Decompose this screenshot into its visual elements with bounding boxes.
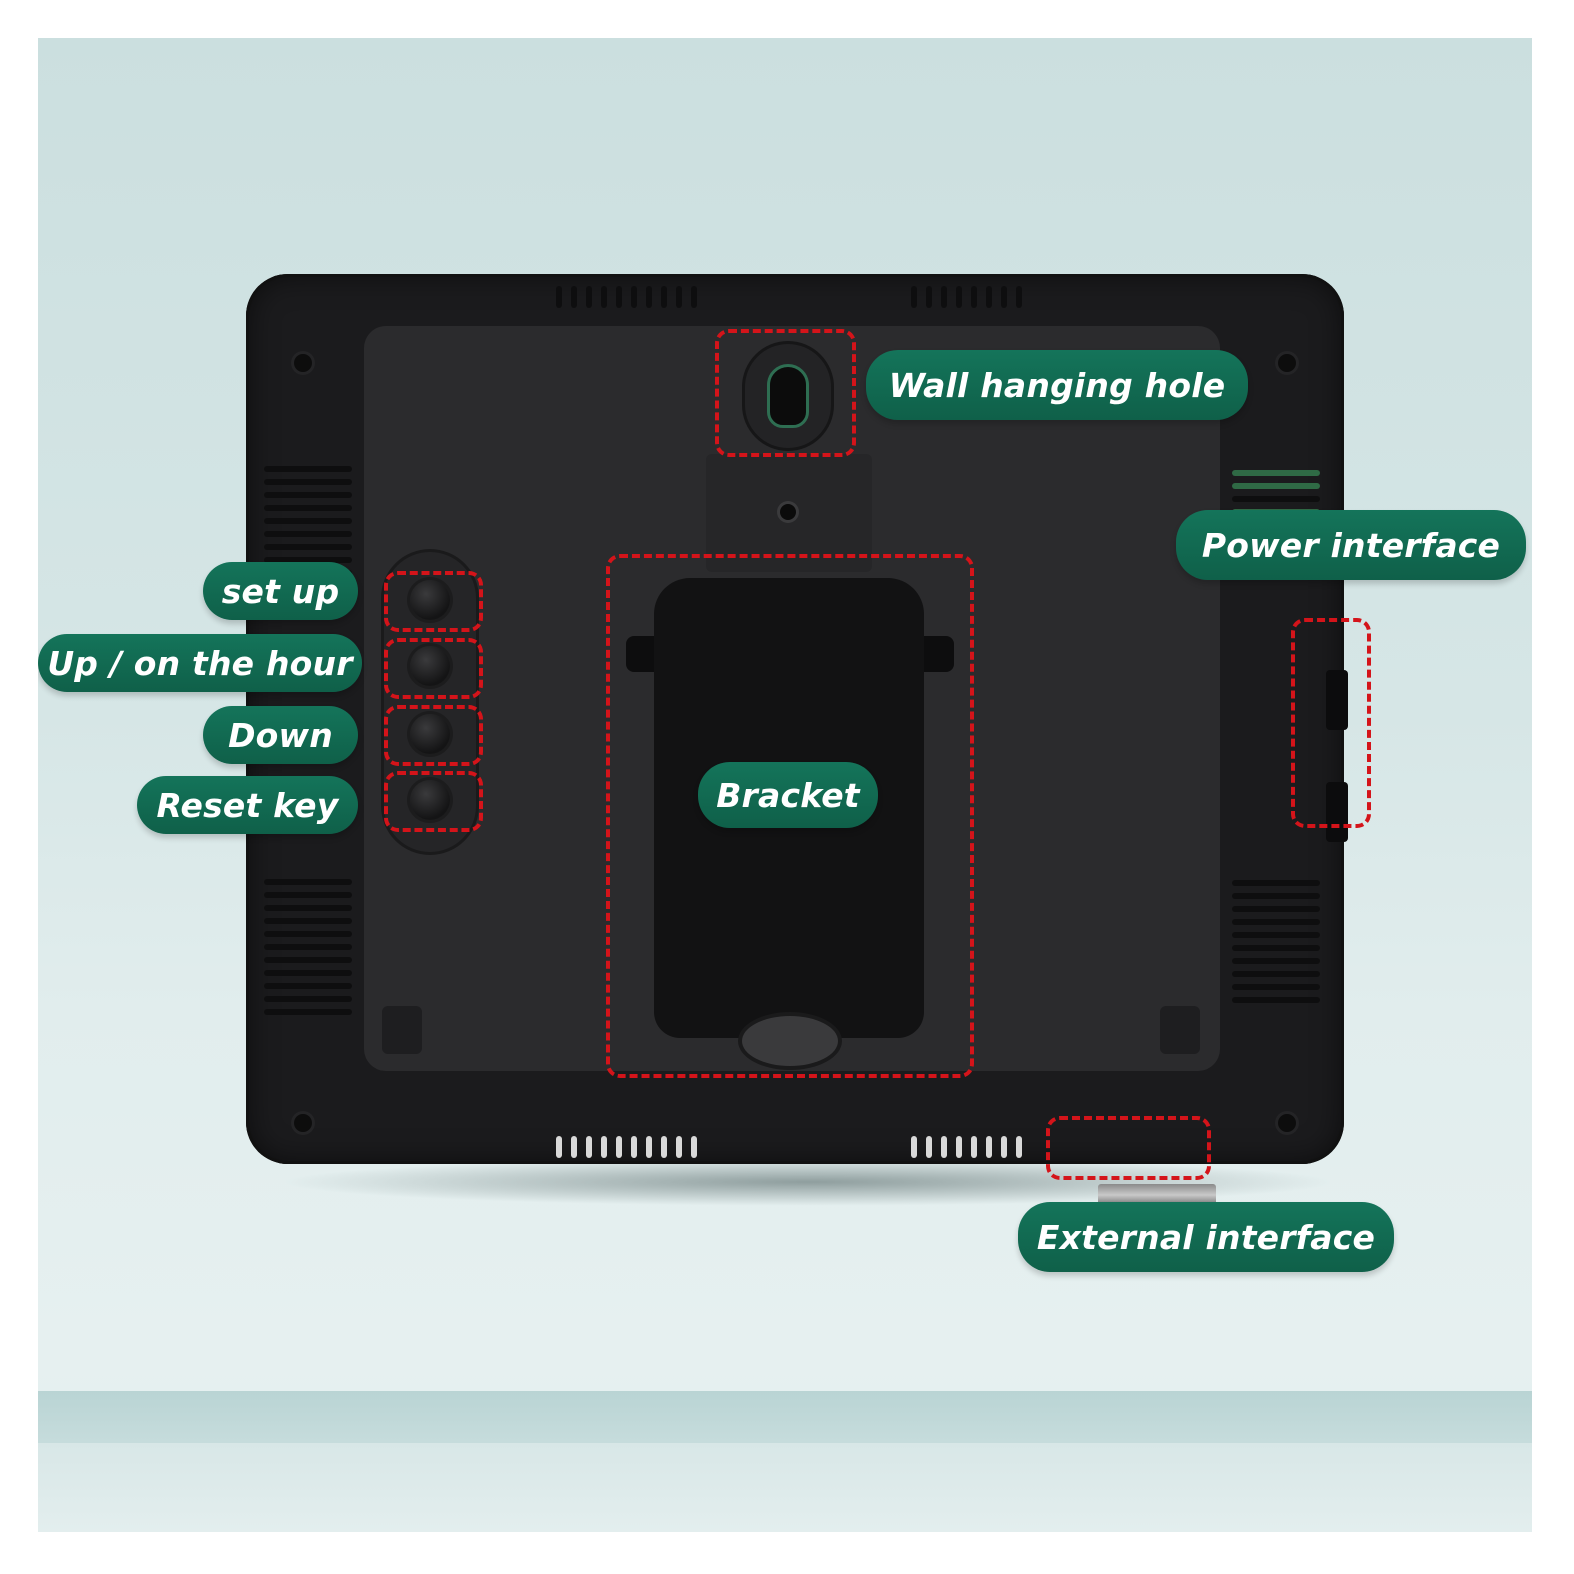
top-vent-right [911, 286, 1022, 308]
screw-bottom-left [294, 1114, 312, 1132]
up-button[interactable] [410, 646, 450, 686]
external-port [1098, 1184, 1216, 1206]
highlight-reset [384, 771, 483, 832]
corner-tab-right [1160, 1006, 1200, 1054]
set-up-button[interactable] [410, 580, 450, 620]
highlight-wall-hanging-hole [715, 329, 856, 457]
screw-bottom-right [1278, 1114, 1296, 1132]
shelf-front [38, 1443, 1532, 1532]
right-vent-lower [1232, 880, 1320, 1003]
power-port-upper [1326, 670, 1348, 730]
reset-button[interactable] [410, 780, 450, 820]
highlight-set-up [384, 571, 483, 632]
corner-tab-left [382, 1006, 422, 1054]
top-vent-left [556, 286, 697, 308]
screw-top-right [1278, 354, 1296, 372]
label-wall-hanging-hole: Wall hanging hole [866, 350, 1248, 420]
photo-background: Wall hanging hole Power interface set up… [38, 38, 1532, 1532]
label-reset-key: Reset key [137, 776, 358, 834]
highlight-bracket [606, 554, 974, 1078]
screw-top-left [294, 354, 312, 372]
down-button[interactable] [410, 714, 450, 754]
center-screw [780, 504, 796, 520]
bottom-vent-right [911, 1136, 1022, 1158]
highlight-down [384, 705, 483, 766]
label-set-up: set up [203, 562, 358, 620]
highlight-power-interface [1291, 618, 1371, 828]
device-back-housing [246, 274, 1348, 1206]
back-panel [364, 326, 1220, 1071]
shelf-top-edge [38, 1391, 1532, 1443]
label-power-interface: Power interface [1176, 510, 1526, 580]
bracket-foot [742, 1016, 838, 1066]
left-vent-lower [264, 879, 352, 1015]
label-external-interface: External interface [1018, 1202, 1394, 1272]
wall-hanging-hole-boss [745, 344, 831, 448]
bottom-vent-left [556, 1136, 697, 1158]
label-up-on-the-hour: Up / on the hour [38, 634, 362, 692]
highlight-up [384, 638, 483, 699]
label-down: Down [203, 706, 358, 764]
keyhole-icon [767, 364, 809, 428]
label-bracket: Bracket [698, 762, 878, 828]
highlight-external-interface [1046, 1116, 1211, 1180]
